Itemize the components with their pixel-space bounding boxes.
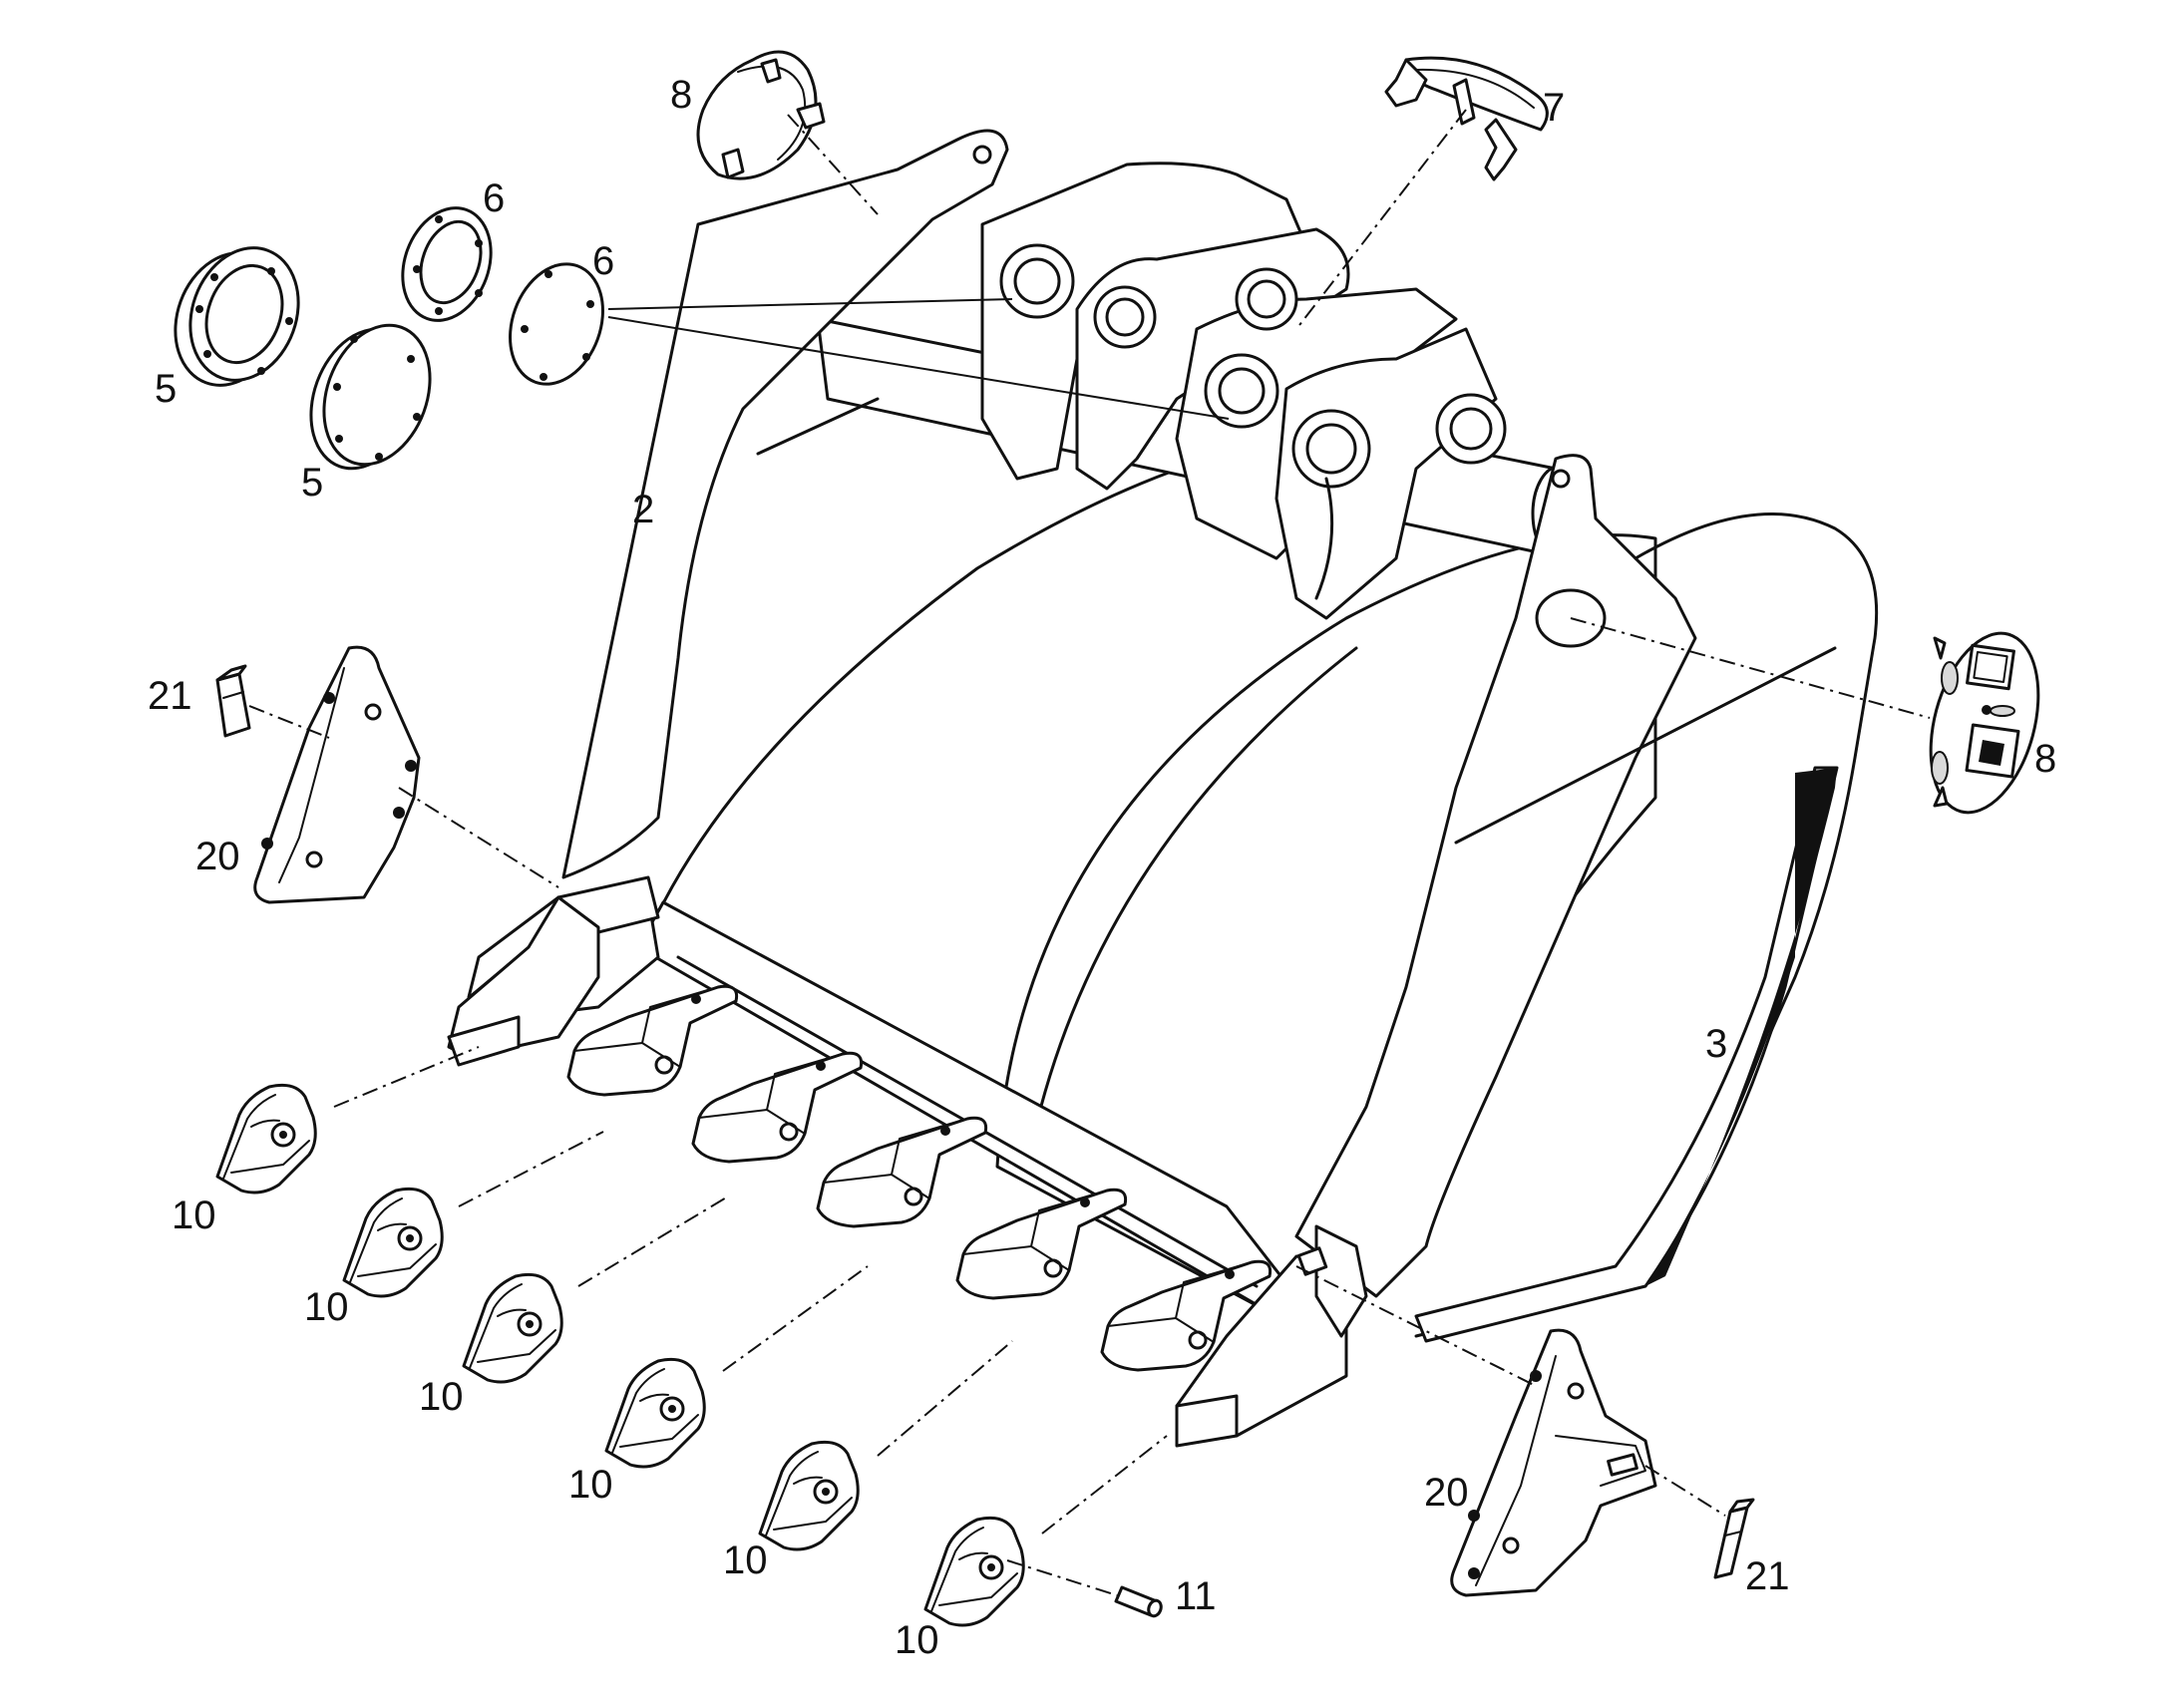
callout-5b: 5	[301, 461, 323, 505]
pin-21a	[215, 664, 251, 738]
callout-2: 2	[632, 488, 654, 531]
callout-8a: 8	[670, 73, 692, 117]
callout-10e: 10	[723, 1538, 768, 1582]
callout-10b: 10	[304, 1285, 349, 1329]
bucket-body	[447, 129, 1879, 1448]
leader-lines	[248, 109, 1931, 1596]
callout-20b: 20	[1424, 1471, 1469, 1515]
side-cutter-20a	[253, 645, 421, 904]
clip-7	[1384, 56, 1549, 181]
callout-10c: 10	[419, 1375, 464, 1419]
decal-8b	[1929, 631, 2040, 815]
callout-3: 3	[1705, 1022, 1727, 1066]
callout-6a: 6	[483, 176, 505, 220]
callout-11: 11	[1175, 1574, 1217, 1618]
pin-21b	[1713, 1498, 1755, 1579]
callout-21a: 21	[148, 674, 192, 718]
callout-5a: 5	[155, 367, 177, 411]
callout-8b: 8	[2034, 737, 2056, 781]
callout-labels: 5 5 6 6 8 7 2 21 20 8 3 10 10 10 10 10 1…	[148, 73, 2056, 1662]
callout-6b: 6	[592, 239, 614, 283]
shim-6a	[401, 206, 493, 322]
shim-6b	[509, 262, 604, 386]
callout-10f: 10	[895, 1618, 939, 1662]
retainer-8a	[696, 50, 826, 180]
end-cap-5b	[309, 323, 432, 471]
tooth-pin-11	[1114, 1585, 1163, 1618]
end-cap-5a	[174, 246, 300, 387]
callout-10d: 10	[568, 1463, 613, 1507]
callout-20a: 20	[195, 835, 240, 878]
callout-7: 7	[1543, 86, 1565, 130]
callout-21b: 21	[1745, 1554, 1790, 1598]
callout-10a: 10	[172, 1194, 216, 1237]
side-cutter-20b	[1450, 1328, 1657, 1597]
